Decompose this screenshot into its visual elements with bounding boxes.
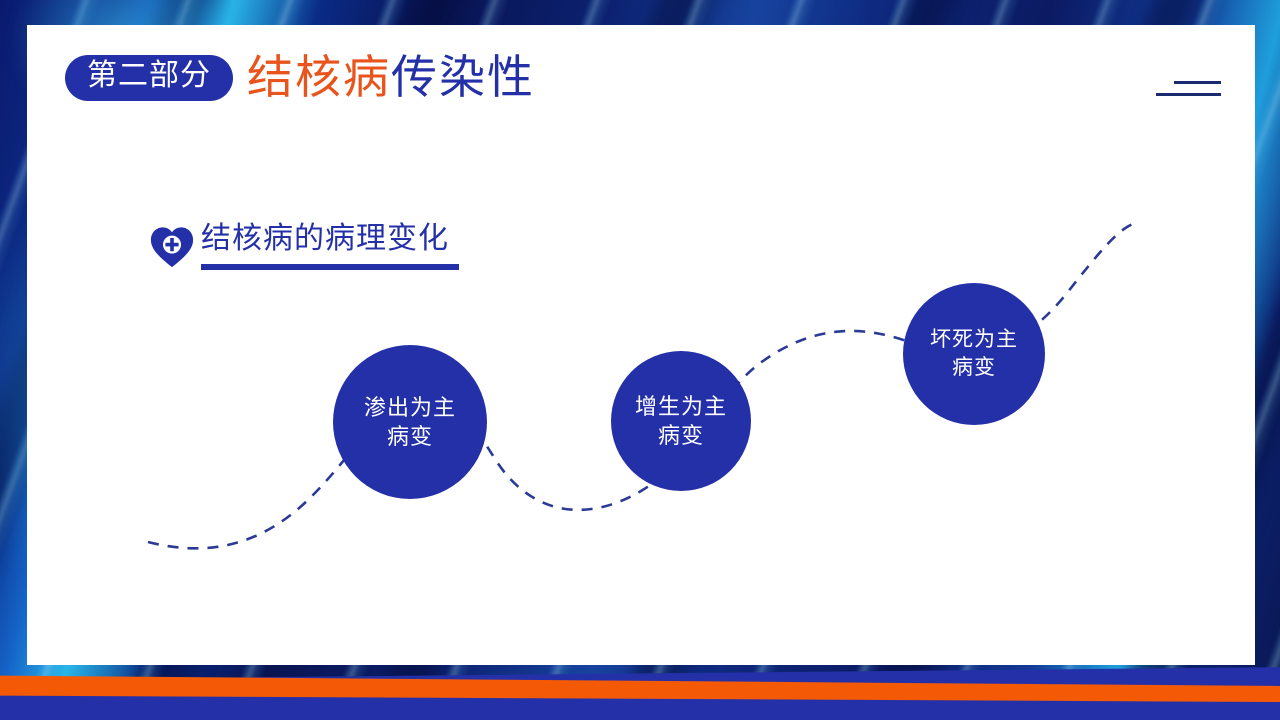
- page-title-rest: 传染性: [391, 52, 535, 103]
- heart-plus-icon: [150, 226, 194, 267]
- flow-node-exudative: 渗出为主 病变: [333, 345, 487, 499]
- flow-node-necrotic-line1: 坏死为主: [930, 327, 1018, 352]
- subtitle-text: 结核病的病理变化: [201, 222, 449, 255]
- page-title-accent: 结核病: [247, 52, 391, 103]
- subtitle-underline: [201, 263, 459, 270]
- content-card: 第二部分 结核病传染性 结核病的病理变化: [27, 25, 1255, 665]
- flow-node-proliferative-line1: 增生为主: [634, 393, 727, 419]
- flow-node-exudative-line2: 病变: [386, 424, 433, 449]
- page-title: 结核病传染性: [247, 55, 535, 101]
- flow-node-proliferative-line2: 病变: [657, 423, 704, 448]
- flow-node-proliferative: 增生为主 病变: [611, 351, 751, 491]
- rule-bottom: [1156, 93, 1221, 96]
- flow-node-necrotic-line2: 病变: [952, 355, 996, 379]
- rule-top: [1174, 81, 1221, 84]
- double-rule-decoration-icon: [1151, 75, 1221, 101]
- flow-connector-path: [147, 222, 1134, 550]
- slide-header: 第二部分 结核病传染性: [65, 55, 535, 101]
- process-flow-diagram: 渗出为主 病变 增生为主 病变 坏死为主 病变: [27, 25, 1255, 665]
- flow-node-exudative-line1: 渗出为主: [363, 394, 456, 420]
- flow-node-necrotic: 坏死为主 病变: [903, 283, 1045, 425]
- subtitle-block: 结核病的病理变化: [149, 223, 459, 270]
- section-badge: 第二部分: [65, 55, 233, 101]
